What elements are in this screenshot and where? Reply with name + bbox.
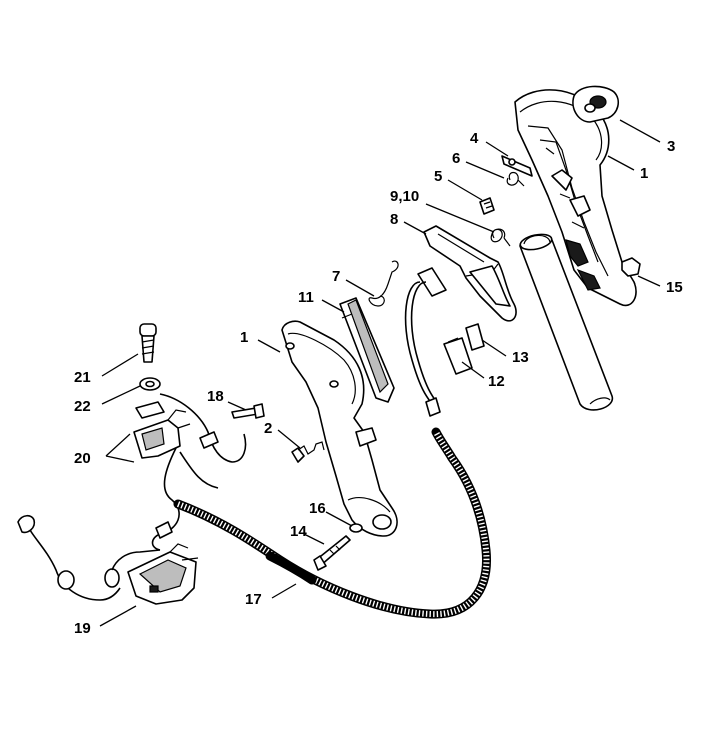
- callout-3: 3: [667, 138, 675, 155]
- callout-13: 13: [512, 349, 529, 366]
- washer-part-22: [139, 377, 161, 391]
- spring-clip-part-4: [501, 155, 533, 177]
- switch-block: [133, 401, 191, 459]
- ignition-module: [17, 514, 199, 605]
- callout-5: 5: [434, 168, 442, 185]
- cover-part-12: [443, 337, 473, 375]
- spring-part-2: [291, 441, 325, 463]
- switch-cable: [404, 267, 447, 417]
- trigger-lever: [423, 225, 517, 322]
- callout-2: 2: [264, 420, 272, 437]
- corrugated-conduit: [173, 427, 491, 619]
- callout-4: 4: [470, 130, 479, 147]
- callout-18: 18: [207, 388, 224, 405]
- support-tube: [519, 233, 613, 411]
- callout-19: 19: [74, 620, 91, 637]
- callout-1-rear: 1: [640, 165, 648, 182]
- callout-11: 11: [298, 289, 314, 306]
- callout-8: 8: [390, 211, 398, 228]
- callout-1-front: 1: [240, 329, 248, 346]
- screw-part-5: [479, 197, 495, 215]
- torsion-spring-part-6: [506, 171, 525, 187]
- callout-21: 21: [74, 369, 91, 386]
- callout-14: 14: [290, 523, 307, 540]
- callout-6: 6: [452, 150, 460, 167]
- callout-labels: 3 1 4 6 5 9,10 8 7 11 15 1 13 12 21 22 1…: [74, 130, 683, 637]
- washer-part-16: [349, 523, 363, 533]
- callout-9-10: 9,10: [390, 188, 419, 205]
- screw-part-21: [139, 323, 157, 363]
- callout-7: 7: [332, 268, 340, 285]
- cable-harness: [151, 393, 247, 551]
- spring-part-7: [368, 260, 399, 307]
- housing-half-front: [281, 320, 398, 537]
- callout-22: 22: [74, 398, 91, 415]
- housing-half-rear: [514, 89, 637, 307]
- leader-lines: [99, 119, 661, 627]
- switch-knob: [572, 85, 620, 123]
- cover-part-13: [465, 323, 485, 351]
- nut-part-15: [621, 257, 641, 277]
- slide-bar: [339, 297, 395, 403]
- callout-15: 15: [666, 279, 683, 296]
- callout-20: 20: [74, 450, 91, 467]
- callout-16: 16: [309, 500, 326, 517]
- callout-12: 12: [488, 373, 505, 390]
- screw-part-18: [231, 403, 265, 419]
- screw-part-14: [313, 535, 351, 571]
- spring-part-9-10: [490, 228, 511, 247]
- callout-17: 17: [245, 591, 262, 608]
